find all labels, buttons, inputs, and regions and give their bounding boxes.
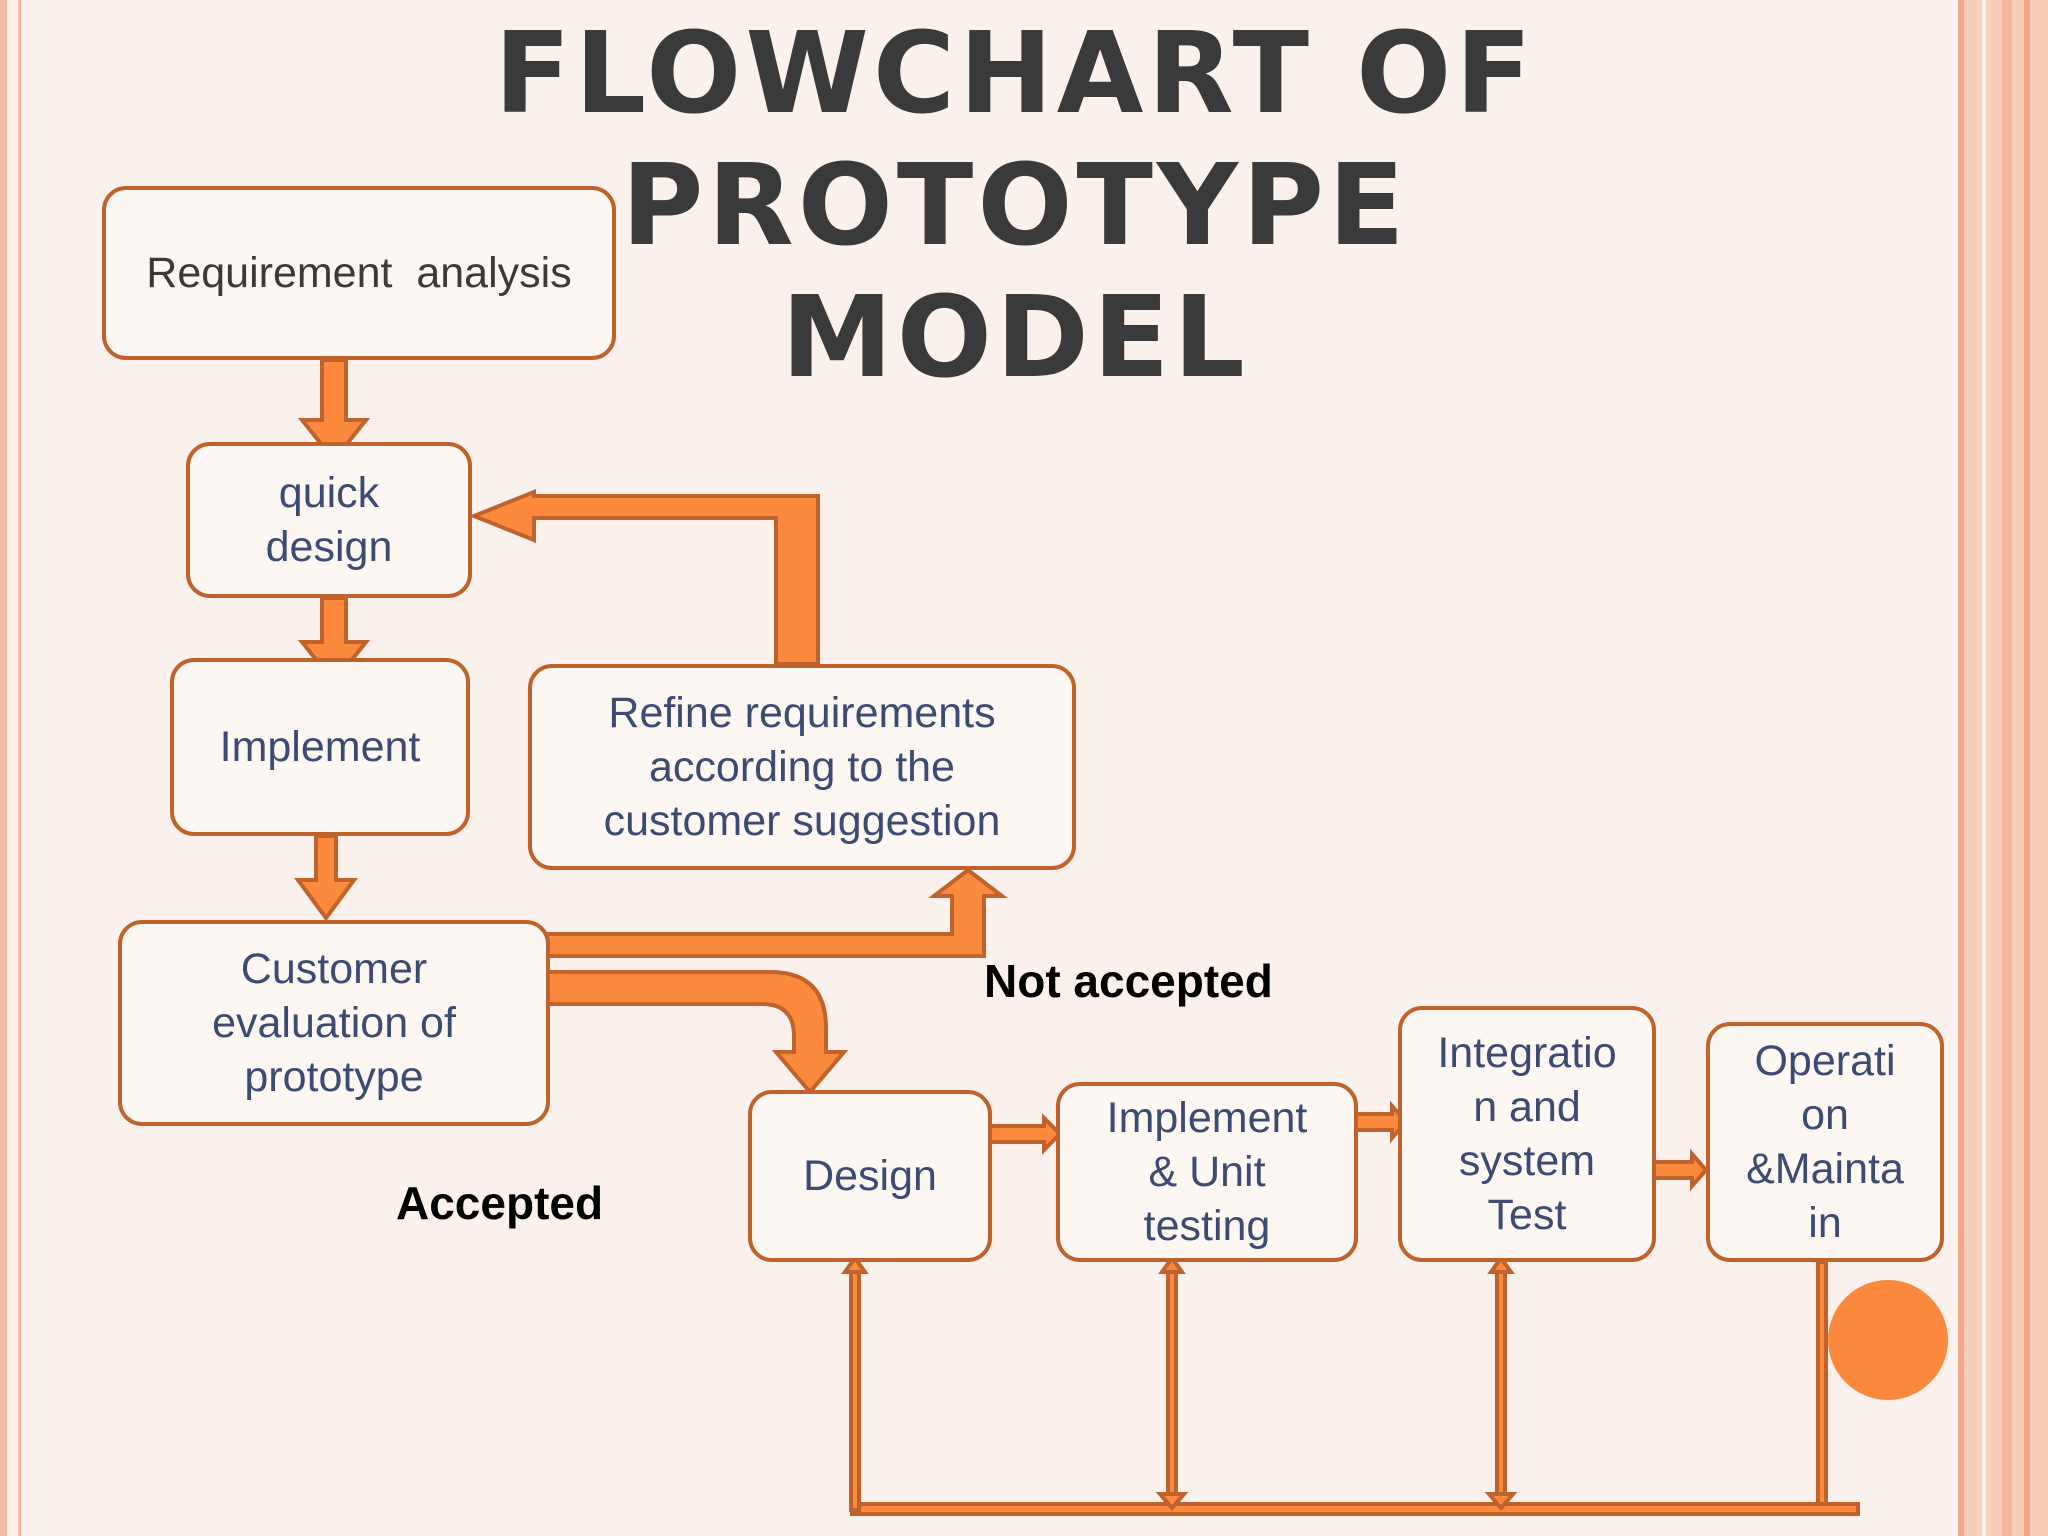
feedback-arrowhead-integration-top — [1487, 1254, 1515, 1274]
arrow-implement-to-customer — [294, 834, 358, 922]
label-not-accepted: Not accepted — [984, 955, 1273, 1007]
box-operation-line-3: &Mainta — [1746, 1145, 1904, 1193]
box-implement-unit-line-1: Implement — [1106, 1094, 1308, 1142]
feedback-line-operation — [1816, 1260, 1828, 1506]
arrow-req-to-quick — [297, 358, 371, 464]
box-integration-line-2: n and — [1473, 1083, 1581, 1131]
feedback-arrowhead-implement-unit-top — [1158, 1254, 1186, 1274]
box-quick-design-line-2: design — [265, 523, 393, 571]
box-customer-line-2: evaluation of — [212, 999, 456, 1047]
left-border-rule-thin — [18, 0, 21, 1536]
box-operation-line-4: in — [1808, 1199, 1842, 1247]
box-operation-maintain: Operati on &Mainta in — [1706, 1022, 1944, 1262]
title-line-2: MODEL — [781, 273, 1249, 403]
box-implement-text: Implement — [219, 723, 421, 771]
box-quick-design-line-1: quick — [278, 469, 380, 517]
right-border-rule — [2024, 0, 2030, 1536]
arrow-customer-to-design — [544, 970, 849, 1096]
box-integration-line-3: system — [1458, 1137, 1596, 1185]
box-refine-line-1: Refine requirements — [608, 689, 996, 737]
arrow-refine-to-quick — [468, 489, 820, 666]
box-refine-line-3: customer suggestion — [603, 797, 1001, 845]
box-quick-design: quick design — [186, 442, 472, 598]
box-customer-evaluation: Customer evaluation of prototype — [118, 920, 550, 1126]
arrow-design-to-implement-unit — [988, 1113, 1063, 1155]
left-border-rule — [0, 0, 7, 1536]
box-refine-line-2: according to the — [649, 743, 955, 791]
right-border-rule — [2002, 0, 2012, 1536]
bottom-feedback-bar — [850, 1502, 1860, 1516]
box-implement-unit-testing: Implement & Unit testing — [1056, 1082, 1358, 1262]
label-accepted: Accepted — [396, 1177, 604, 1229]
box-customer-line-3: prototype — [244, 1053, 424, 1101]
feedback-line-design — [849, 1268, 861, 1512]
box-operation-line-1: Operati — [1754, 1037, 1896, 1085]
right-border-gap — [1982, 0, 1986, 1536]
box-requirement-analysis-text: Requirement analysis — [146, 249, 572, 297]
box-operation-line-2: on — [1801, 1091, 1849, 1139]
feedback-arrowhead-implement-unit-bottom — [1155, 1492, 1189, 1512]
arrow-customer-to-refine — [544, 867, 1008, 958]
box-implement-unit-line-2: & Unit — [1148, 1148, 1266, 1196]
box-requirement-analysis: Requirement analysis — [102, 186, 616, 360]
box-integration-line-4: Test — [1487, 1191, 1567, 1239]
box-customer-line-1: Customer — [240, 945, 428, 993]
box-design: Design — [748, 1090, 992, 1262]
page-title: FLOWCHART OF PROTOTYPE MODEL — [170, 8, 1860, 404]
accent-circle — [1828, 1280, 1948, 1400]
box-integration-system-test: Integratio n and system Test — [1398, 1006, 1656, 1262]
box-design-text: Design — [803, 1152, 937, 1200]
feedback-arrowhead-integration-bottom — [1484, 1492, 1518, 1512]
feedback-arrowhead-design — [841, 1254, 869, 1274]
feedback-line-integration — [1495, 1268, 1507, 1506]
box-integration-line-1: Integratio — [1437, 1029, 1617, 1077]
box-implement: Implement — [170, 658, 470, 836]
box-refine-requirements: Refine requirements according to the cus… — [528, 664, 1076, 870]
right-border-rule — [1958, 0, 1964, 1536]
box-implement-unit-line-3: testing — [1143, 1202, 1271, 1250]
title-line-1: FLOWCHART OF PROTOTYPE — [494, 9, 1536, 271]
feedback-line-implement-unit — [1166, 1268, 1178, 1506]
